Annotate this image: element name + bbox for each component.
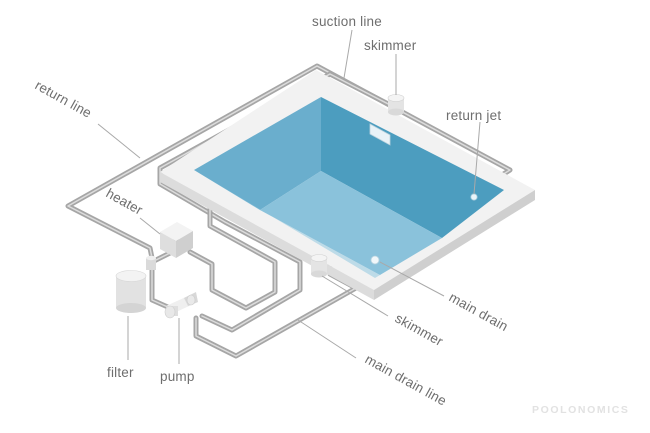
label-filter: filter (107, 365, 134, 380)
label-pump: pump (160, 369, 195, 384)
pool (160, 70, 535, 300)
label-main-drain: main drain (447, 290, 511, 335)
leader-main-drain (379, 261, 445, 297)
heater-unit (160, 222, 193, 258)
label-main-drain-line: main drain line (363, 352, 450, 409)
leader-return-line (97, 123, 141, 159)
skimmer-top-canister (387, 94, 405, 116)
leader-return-jet (473, 121, 481, 195)
main-drain-dot (370, 255, 380, 265)
leader-lines (97, 29, 481, 364)
leader-suction-line (343, 29, 353, 79)
label-return-line: return line (33, 78, 95, 121)
skimmer-bottom-canister (310, 254, 328, 278)
return-line-pipe (65, 63, 513, 261)
pool-deck-side-right (374, 190, 535, 300)
return-jet-dot (470, 193, 478, 201)
pool-back-wall-right (321, 97, 504, 238)
label-return-jet: return jet (446, 108, 501, 123)
filter-tank (115, 255, 156, 313)
leader-heater (139, 217, 161, 235)
leader-skimmer-bottom (321, 275, 389, 317)
pump-unit (164, 292, 198, 319)
wall-skimmer-grate (369, 123, 391, 146)
watermark-logo: POOLONOMICS (532, 404, 630, 416)
pool-floor (260, 171, 442, 275)
label-heater: heater (104, 186, 146, 218)
leader-main-drain-line (297, 319, 357, 359)
label-skimmer-top: skimmer (364, 38, 417, 53)
heater-loop-pipe (187, 205, 278, 311)
pool-shallow-wall (194, 170, 380, 278)
label-skimmer-bottom: skimmer (393, 311, 446, 350)
label-suction-line: suction line (312, 14, 382, 29)
pool-back-wall-left (194, 97, 321, 210)
